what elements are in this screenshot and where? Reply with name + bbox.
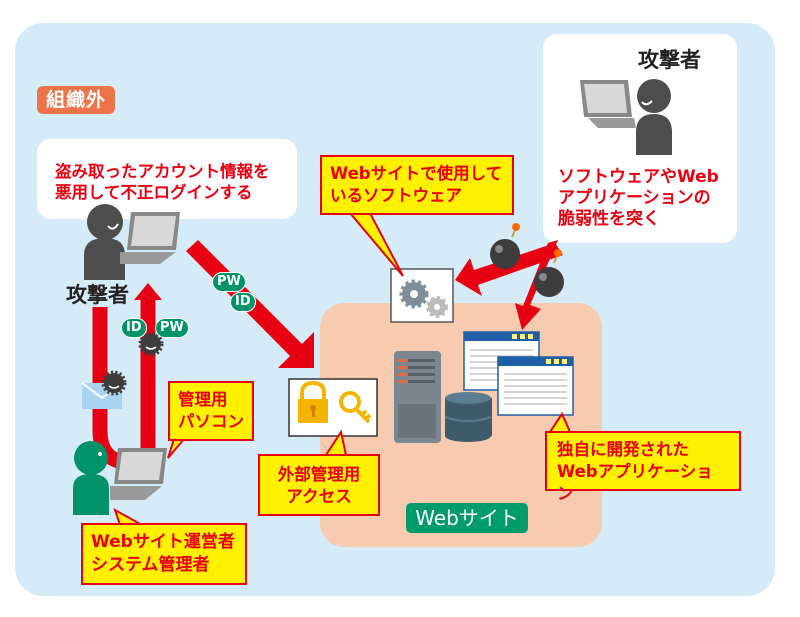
callout-admin-pc-line: 管理用 <box>178 390 228 409</box>
callout-webapp-line: Webアプリケーション <box>557 462 713 503</box>
id-badge: ID <box>230 292 256 312</box>
callout-software: Webサイトで使用して いるソフトウェア <box>320 155 514 215</box>
zone-label-outside-org: 組織外 <box>37 86 115 114</box>
callout-external-access: 外部管理用 アクセス <box>258 454 380 516</box>
attacker-left-label: 攻撃者 <box>66 283 129 307</box>
callout-webapp-line: 独自に開発された <box>557 440 689 459</box>
web-application-window-icon <box>497 356 574 416</box>
attacker-right-description-line: 脆弱性を突く <box>558 209 660 229</box>
callout-admin-pc-line: パソコン <box>178 412 244 431</box>
lock-key-icon <box>288 378 378 437</box>
bomb-icon <box>534 249 564 297</box>
attacker-left-description-line: 盗み取ったアカウント情報を <box>55 162 270 181</box>
attacker-left-icon <box>84 204 125 280</box>
database-icon <box>444 392 492 442</box>
password-badge: PW <box>212 272 246 292</box>
callout-software-line: Webサイトで使用して <box>330 164 503 183</box>
attacker-left-description-box: 盗み取ったアカウント情報を 悪用して不正ログインする <box>37 139 297 219</box>
callout-external-access-line: アクセス <box>286 487 352 506</box>
callout-operator-line: システム管理者 <box>91 555 210 575</box>
callout-pointer <box>347 212 404 277</box>
software-gears-icon <box>390 268 454 323</box>
callout-webapp: 独自に開発された Webアプリケーション <box>545 431 741 503</box>
bomb-icon <box>490 223 520 269</box>
callout-admin-pc: 管理用 パソコン <box>168 381 254 441</box>
callout-operator-line: Webサイト運営者 <box>91 532 235 552</box>
attacker-right-label: 攻撃者 <box>638 48 701 72</box>
callout-operator: Webサイト運営者 システム管理者 <box>81 523 247 585</box>
virus-icon <box>101 370 127 396</box>
operator-icon <box>73 441 109 515</box>
admin-laptop-icon <box>110 448 167 500</box>
virus-icon <box>138 331 164 357</box>
attacker-left-description-line: 悪用して不正ログインする <box>55 183 253 202</box>
malware-path-arrow <box>92 283 162 470</box>
attacker-right-description-line: アプリケーションの <box>558 188 711 208</box>
website-label: Webサイト <box>406 503 528 533</box>
id-badge: ID <box>121 318 147 338</box>
attacker-right-icon <box>580 79 672 155</box>
callout-software-line: いるソフトウェア <box>330 186 462 205</box>
server-icon <box>394 351 441 443</box>
laptop-icon <box>120 212 180 264</box>
callout-external-access-line: 外部管理用 <box>277 465 361 484</box>
attacker-right-description-line: ソフトウェアやWeb <box>558 167 719 187</box>
callout-pointer <box>548 411 572 433</box>
password-badge: PW <box>155 318 189 338</box>
